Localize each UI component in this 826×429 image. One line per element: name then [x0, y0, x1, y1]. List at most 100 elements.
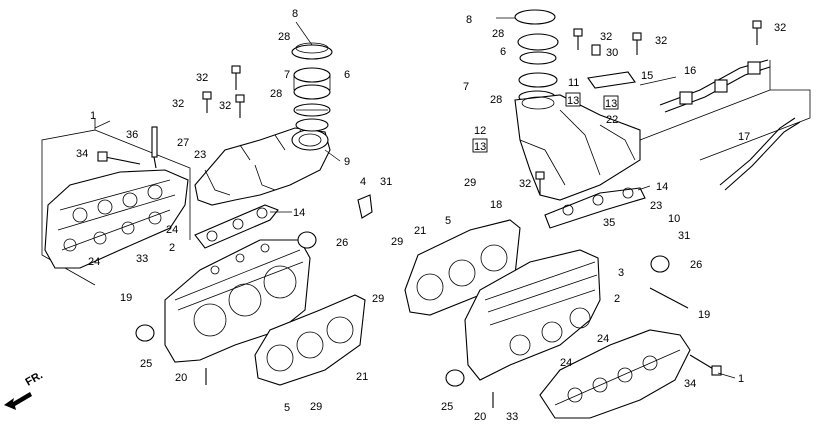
callout-label: 29 — [372, 293, 384, 305]
callout-label: 26 — [690, 259, 702, 271]
bolt-34-left — [97, 151, 141, 165]
left-intake-manifold — [194, 127, 331, 206]
callout-label: 33 — [506, 411, 518, 423]
left-seal-25 — [135, 324, 155, 342]
front-label: FR. — [24, 369, 45, 388]
callout-label: 32 — [172, 98, 184, 110]
bolt-34-right-head — [711, 365, 722, 376]
right-seal-26 — [650, 255, 670, 273]
callout-label: 30 — [606, 47, 618, 59]
callout-label: 24 — [88, 256, 100, 268]
callout-label: 21 — [356, 371, 368, 383]
callout-label: 1 — [738, 373, 744, 385]
callout-label: 1 — [90, 110, 96, 122]
callout-label: 24 — [560, 357, 572, 369]
callout-label: 32 — [774, 22, 786, 34]
callout-label: 14 — [656, 181, 668, 193]
right-assembly — [404, 9, 811, 419]
bracket-15 — [587, 71, 636, 89]
callout-label: 31 — [678, 230, 690, 242]
callout-label: 16 — [684, 65, 696, 77]
callout-label: 17 — [738, 131, 750, 143]
callout-label: 29 — [464, 177, 476, 189]
callout-label: 8 — [466, 14, 472, 26]
callout-label: 6 — [344, 69, 350, 81]
right-intake-manifold — [514, 94, 641, 201]
callout-label: 20 — [175, 372, 187, 384]
fuel-rail-16 — [659, 59, 771, 113]
callout-label: 32 — [196, 72, 208, 84]
callout-label: 32 — [600, 31, 612, 43]
callout-label: 23 — [194, 149, 206, 161]
callout-label: 25 — [140, 358, 152, 370]
callout-label: 23 — [650, 200, 662, 212]
right-bolts — [535, 20, 762, 195]
left-assembly — [41, 42, 373, 386]
callout-label: 28 — [490, 94, 502, 106]
callout-label: 32 — [655, 35, 667, 47]
callout-label: 29 — [310, 401, 322, 413]
bolt-34-right — [689, 354, 716, 371]
callout-label: 13 — [605, 98, 617, 110]
callout-label: 15 — [641, 70, 653, 82]
plug-36 — [151, 126, 158, 169]
callout-label: 22 — [606, 114, 618, 126]
callout-label: 24 — [597, 333, 609, 345]
right-cylinder-head — [464, 249, 601, 381]
callout-label: 28 — [270, 88, 282, 100]
callout-label: 19 — [120, 292, 132, 304]
bracket-4 — [357, 194, 373, 219]
callout-label: 2 — [614, 293, 620, 305]
callout-label: 20 — [474, 411, 486, 423]
right-head-cover — [539, 329, 691, 419]
left-bolts-32 — [202, 65, 245, 118]
callout-label: 5 — [284, 402, 290, 414]
callout-label: 32 — [519, 178, 531, 190]
leader-lines — [94, 17, 736, 379]
callout-label: 9 — [344, 156, 350, 168]
callout-label: 27 — [177, 137, 189, 149]
callout-label: 4 — [360, 176, 366, 188]
callout-label: 2 — [169, 242, 175, 254]
callout-label: 7 — [284, 69, 290, 81]
callout-label: 35 — [603, 217, 615, 229]
left-seal-26 — [297, 231, 317, 249]
callout-label: 12 — [474, 125, 486, 137]
callout-label: 33 — [136, 253, 148, 265]
callout-label: 26 — [336, 237, 348, 249]
callout-label: 6 — [500, 46, 506, 58]
left-gasket-14 — [194, 204, 279, 249]
callout-label: 3 — [618, 267, 624, 279]
callout-label: 28 — [492, 28, 504, 40]
callout-label: 13 — [474, 141, 486, 153]
callout-label: 28 — [278, 31, 290, 43]
callout-label: 14 — [293, 207, 305, 219]
callout-label: 21 — [414, 225, 426, 237]
callout-label: 19 — [698, 309, 710, 321]
right-ring-stack — [514, 9, 559, 104]
right-seal-25 — [445, 369, 465, 387]
left-head-cover — [44, 169, 189, 269]
callout-label: 29 — [391, 236, 403, 248]
callout-label: 5 — [445, 215, 451, 227]
right-gasket-14 — [544, 187, 646, 229]
callout-label: 10 — [668, 213, 680, 225]
callout-label: 13 — [567, 95, 579, 107]
callout-label: 32 — [219, 100, 231, 112]
callout-label: 7 — [463, 81, 469, 93]
callout-label: 34 — [76, 148, 88, 160]
callout-labels: 8 28 7 6 32 32 32 28 1 36 34 27 23 9 4 3… — [24, 8, 787, 423]
callout-label: 31 — [380, 176, 392, 188]
left-head-gasket — [254, 294, 366, 386]
right-bracket — [639, 60, 811, 161]
callout-label: 34 — [684, 378, 696, 390]
left-ring-stack — [291, 42, 333, 132]
right-head-gasket — [404, 219, 521, 316]
bolt-19-right — [649, 287, 689, 309]
callout-label: 36 — [126, 129, 138, 141]
callout-label: 8 — [292, 8, 298, 20]
front-arrow-icon — [4, 392, 32, 410]
callout-label: 25 — [441, 401, 453, 413]
pipe-17 — [719, 117, 801, 191]
